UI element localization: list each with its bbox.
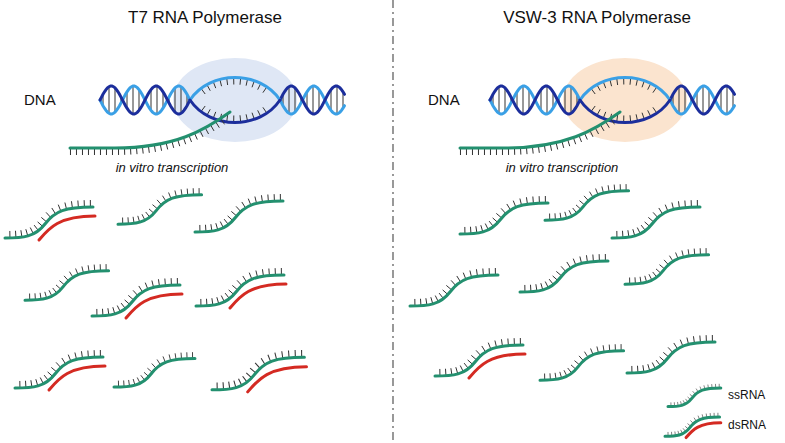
base-pair bbox=[547, 86, 548, 114]
ssrna-molecule bbox=[545, 184, 629, 220]
dsrna-molecule bbox=[92, 278, 182, 318]
rna-strand bbox=[5, 207, 93, 238]
rna-strand bbox=[118, 195, 202, 224]
complement-strand bbox=[686, 423, 721, 438]
panel-title: T7 RNA Polymerase bbox=[128, 8, 282, 28]
ssrna-molecule bbox=[668, 384, 721, 407]
rna-strand bbox=[212, 357, 304, 390]
ssrna-molecule bbox=[118, 188, 202, 224]
rna-strand bbox=[665, 417, 720, 436]
dna-label: DNA bbox=[24, 91, 56, 108]
dna-strand bbox=[670, 86, 735, 114]
base-pair bbox=[115, 88, 116, 112]
legend-text: ssRNA bbox=[728, 389, 765, 403]
ssrna-molecule bbox=[114, 352, 195, 387]
base-pair bbox=[727, 86, 728, 114]
ssrna-molecule bbox=[460, 196, 548, 234]
rna-strand bbox=[460, 112, 620, 148]
rna-strand bbox=[612, 207, 700, 238]
base-pair bbox=[337, 86, 338, 114]
base-pair bbox=[679, 87, 680, 114]
polymerase-shape bbox=[173, 58, 297, 142]
rna-strand bbox=[460, 203, 548, 234]
ssrna-molecule bbox=[410, 268, 498, 306]
dsrna-molecule bbox=[5, 200, 95, 240]
base-pair bbox=[571, 87, 572, 114]
complement-strand bbox=[230, 284, 286, 308]
base-pair bbox=[523, 86, 524, 114]
ssrna-molecule bbox=[540, 344, 624, 380]
dna-strand bbox=[280, 86, 345, 114]
rna-strand bbox=[15, 357, 103, 388]
base-pair bbox=[703, 86, 704, 114]
base-pair bbox=[499, 87, 500, 114]
base-pair bbox=[175, 88, 176, 112]
ssrna-molecule bbox=[195, 194, 283, 232]
rna-strand bbox=[545, 191, 629, 220]
rna-strand bbox=[668, 388, 721, 407]
dna-strand bbox=[580, 78, 670, 101]
rna-strand bbox=[410, 275, 498, 306]
base-pair bbox=[289, 87, 290, 114]
dsrna-molecule bbox=[665, 413, 721, 438]
dna-strand bbox=[490, 86, 580, 114]
ssrna-molecule bbox=[627, 335, 715, 373]
process-label: in vitro transcription bbox=[116, 161, 229, 176]
process-label: in vitro transcription bbox=[506, 161, 619, 176]
dna-strand bbox=[100, 86, 190, 114]
dna-strand bbox=[580, 100, 670, 123]
base-pair bbox=[295, 88, 296, 112]
dna-strand bbox=[490, 86, 580, 114]
base-pair bbox=[109, 87, 110, 114]
dsrna-molecule bbox=[435, 338, 525, 378]
panel-title: VSW-3 RNA Polymerase bbox=[503, 8, 691, 28]
complement-strand bbox=[126, 294, 182, 318]
base-pair bbox=[313, 86, 314, 114]
dna-strand bbox=[190, 78, 280, 101]
legend-text: dsRNA bbox=[728, 419, 766, 433]
rna-strand bbox=[435, 345, 523, 376]
rna-strand bbox=[114, 359, 195, 388]
dna-helix bbox=[460, 78, 735, 156]
polymerase-shape bbox=[563, 58, 687, 142]
rna-strand bbox=[520, 261, 608, 292]
rna-strand bbox=[92, 285, 180, 316]
dna-strand bbox=[190, 100, 280, 123]
rna-strand bbox=[70, 112, 230, 148]
ssrna-molecule bbox=[612, 200, 700, 238]
complement-strand bbox=[49, 366, 105, 390]
rna-strand bbox=[196, 275, 284, 306]
complement-strand bbox=[39, 216, 95, 240]
divider-line bbox=[392, 0, 393, 443]
dsrna-molecule bbox=[196, 268, 286, 308]
dna-strand bbox=[100, 86, 190, 114]
dna-strand bbox=[280, 86, 345, 114]
ssrna-molecule bbox=[520, 254, 608, 292]
dna-helix bbox=[70, 78, 345, 156]
dsrna-molecule bbox=[212, 350, 307, 392]
rna-strand bbox=[540, 351, 624, 380]
base-pair bbox=[133, 86, 134, 114]
rna-strand bbox=[25, 271, 109, 300]
dna-strand bbox=[670, 86, 735, 114]
rna-strand bbox=[627, 342, 715, 373]
base-pair bbox=[505, 88, 506, 112]
dna-label: DNA bbox=[428, 91, 460, 108]
rna-strand bbox=[625, 255, 709, 284]
ssrna-molecule bbox=[625, 248, 709, 284]
dsrna-molecule bbox=[15, 350, 105, 390]
ssrna-molecule bbox=[25, 264, 109, 300]
base-pair bbox=[157, 86, 158, 114]
base-pair bbox=[565, 88, 566, 112]
base-pair bbox=[685, 88, 686, 112]
rna-strand bbox=[195, 201, 283, 232]
base-pair bbox=[181, 87, 182, 114]
complement-strand bbox=[248, 367, 307, 392]
complement-strand bbox=[469, 354, 525, 378]
